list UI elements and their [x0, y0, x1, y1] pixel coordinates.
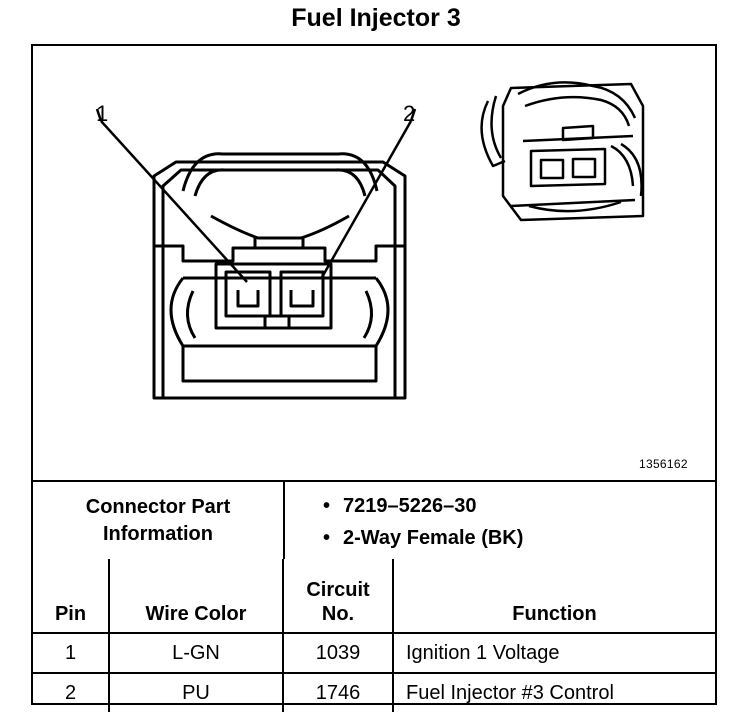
- part-number-item: •7219–5226–30: [323, 490, 523, 522]
- connector-type-item: •2-Way Female (BK): [323, 522, 523, 554]
- function-header: Function: [392, 559, 715, 634]
- info-divider: [283, 482, 285, 559]
- pin-table-header: Pin Wire Color Circuit No. Function: [33, 559, 715, 634]
- diagram-reference-id: 1356162: [639, 457, 688, 471]
- pin-header: Pin: [33, 559, 110, 634]
- wire-color-cell: L-GN: [108, 632, 284, 674]
- connector-info-label-line1: Connector Part: [85, 495, 231, 518]
- connector-info-label: Connector Part Information: [33, 482, 283, 559]
- table-row: 2 PU 1746 Fuel Injector #3 Control: [33, 672, 715, 712]
- circuit-cell: 1039: [282, 632, 394, 674]
- bullet-icon: •: [323, 495, 331, 517]
- circuit-header: Circuit No.: [282, 559, 394, 634]
- pin-callout-lines: [95, 108, 417, 283]
- pin-cell: 1: [33, 632, 110, 674]
- bullet-icon: •: [323, 527, 331, 549]
- circuit-cell: 1746: [282, 672, 394, 712]
- connector-info-list: •7219–5226–30 •2-Way Female (BK): [323, 490, 523, 554]
- pin-cell: 2: [33, 672, 110, 712]
- connector-sheet: 1 2 1356162 Connector Part Information •…: [31, 44, 717, 712]
- function-cell: Fuel Injector #3 Control: [392, 672, 715, 712]
- pin-2-callout: 2: [403, 101, 415, 126]
- wire-color-cell: PU: [108, 672, 284, 712]
- pin-1-callout: 1: [96, 101, 108, 126]
- page-title: Fuel Injector 3: [291, 4, 461, 32]
- diagram-divider: [33, 480, 715, 482]
- connector-isometric-view: [480, 81, 645, 222]
- pin-table: Pin Wire Color Circuit No. Function 1 L-…: [33, 559, 715, 712]
- table-row: 1 L-GN 1039 Ignition 1 Voltage: [33, 632, 715, 674]
- function-cell: Ignition 1 Voltage: [392, 632, 715, 674]
- wire-color-header: Wire Color: [108, 559, 284, 634]
- connector-face-view: [152, 152, 407, 400]
- connector-diagram: 1 2: [95, 81, 645, 400]
- connector-info-label-line2: Information: [103, 522, 213, 545]
